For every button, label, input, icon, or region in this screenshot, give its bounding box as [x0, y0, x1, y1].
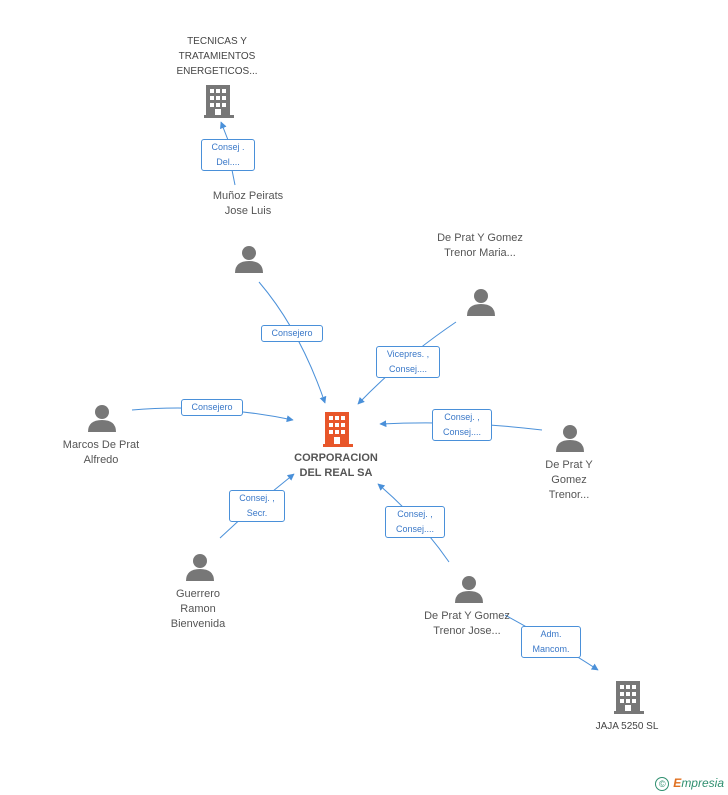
building-icon-center[interactable] [323, 412, 353, 447]
maria-node-label[interactable]: De Prat Y Gomez Trenor Maria... [437, 232, 523, 259]
relation-jose-jaja[interactable]: Adm. Mancom. [521, 626, 581, 658]
copyright-notice: ©Empresia [655, 776, 724, 791]
marcos-node-label[interactable]: Marcos De Prat Alfredo [62, 439, 140, 466]
relation-line-1: Adm. [540, 629, 562, 639]
person-icon-guerrero[interactable] [186, 554, 214, 581]
relation-line-1: Consej. , [239, 493, 275, 503]
relation-line-2: Mancom. [532, 644, 570, 654]
relation-munoz-tecnicas[interactable]: Consej . Del.... [201, 139, 255, 171]
guerrero-node-label[interactable]: Guerrero Ramon Bienvenida [170, 588, 226, 630]
munoz-node-label[interactable]: Muñoz Peirats Jose Luis [212, 190, 284, 217]
relation-jose-center[interactable]: Consej. , Consej.... [385, 506, 445, 538]
brand-logo-initial: E [673, 776, 682, 791]
relation-line-1: Consej. , [397, 509, 433, 519]
relation-munoz-center[interactable]: Consejero [261, 325, 323, 342]
relation-line-2: Del.... [216, 157, 240, 167]
tecnicas-node-label[interactable]: TECNICAS Y TRATAMIENTOS ENERGETICOS... [176, 36, 258, 77]
copyright-icon: © [655, 777, 670, 791]
person-icon-munoz[interactable] [235, 246, 263, 273]
relation-marcos-center[interactable]: Consejero [181, 399, 243, 416]
relation-maria-center[interactable]: Vicepres. , Consej.... [376, 346, 440, 378]
jose-node-label[interactable]: De Prat Y Gomez Trenor Jose... [424, 610, 510, 637]
relation-line-1: Consej. , [444, 412, 480, 422]
relation-line-2: Secr. [246, 508, 268, 518]
trenor-right-node-label[interactable]: De Prat Y Gomez Trenor... [545, 459, 593, 501]
relation-line-2: Consej.... [442, 427, 482, 437]
person-icon-marcos[interactable] [88, 405, 116, 432]
building-icon-tecnicas[interactable] [204, 85, 234, 118]
person-icon-maria[interactable] [467, 289, 495, 316]
building-icon-jaja[interactable] [614, 681, 644, 714]
relation-line-1: Consejero [191, 402, 233, 412]
relation-line-1: Consej . [211, 142, 245, 152]
relation-guerrero-center[interactable]: Consej. , Secr. [229, 490, 285, 522]
relation-trenor-center[interactable]: Consej. , Consej.... [432, 409, 492, 441]
relation-line-2: Consej.... [395, 524, 435, 534]
edge-munoz-center [258, 281, 327, 404]
person-icon-trenor-right[interactable] [556, 425, 584, 452]
brand-logo-rest: mpresia [681, 776, 724, 791]
person-icon-jose[interactable] [455, 576, 483, 603]
relation-line-1: Consejero [271, 328, 313, 338]
center-node-label[interactable]: CORPORACION DEL REAL SA [294, 452, 378, 479]
jaja-node-label[interactable]: JAJA 5250 SL [595, 721, 659, 732]
relation-line-2: Consej.... [388, 364, 428, 374]
relation-line-1: Vicepres. , [386, 349, 430, 359]
brand-logo[interactable]: Empresia [673, 776, 724, 790]
edge-munoz-tecnicas [221, 122, 236, 186]
